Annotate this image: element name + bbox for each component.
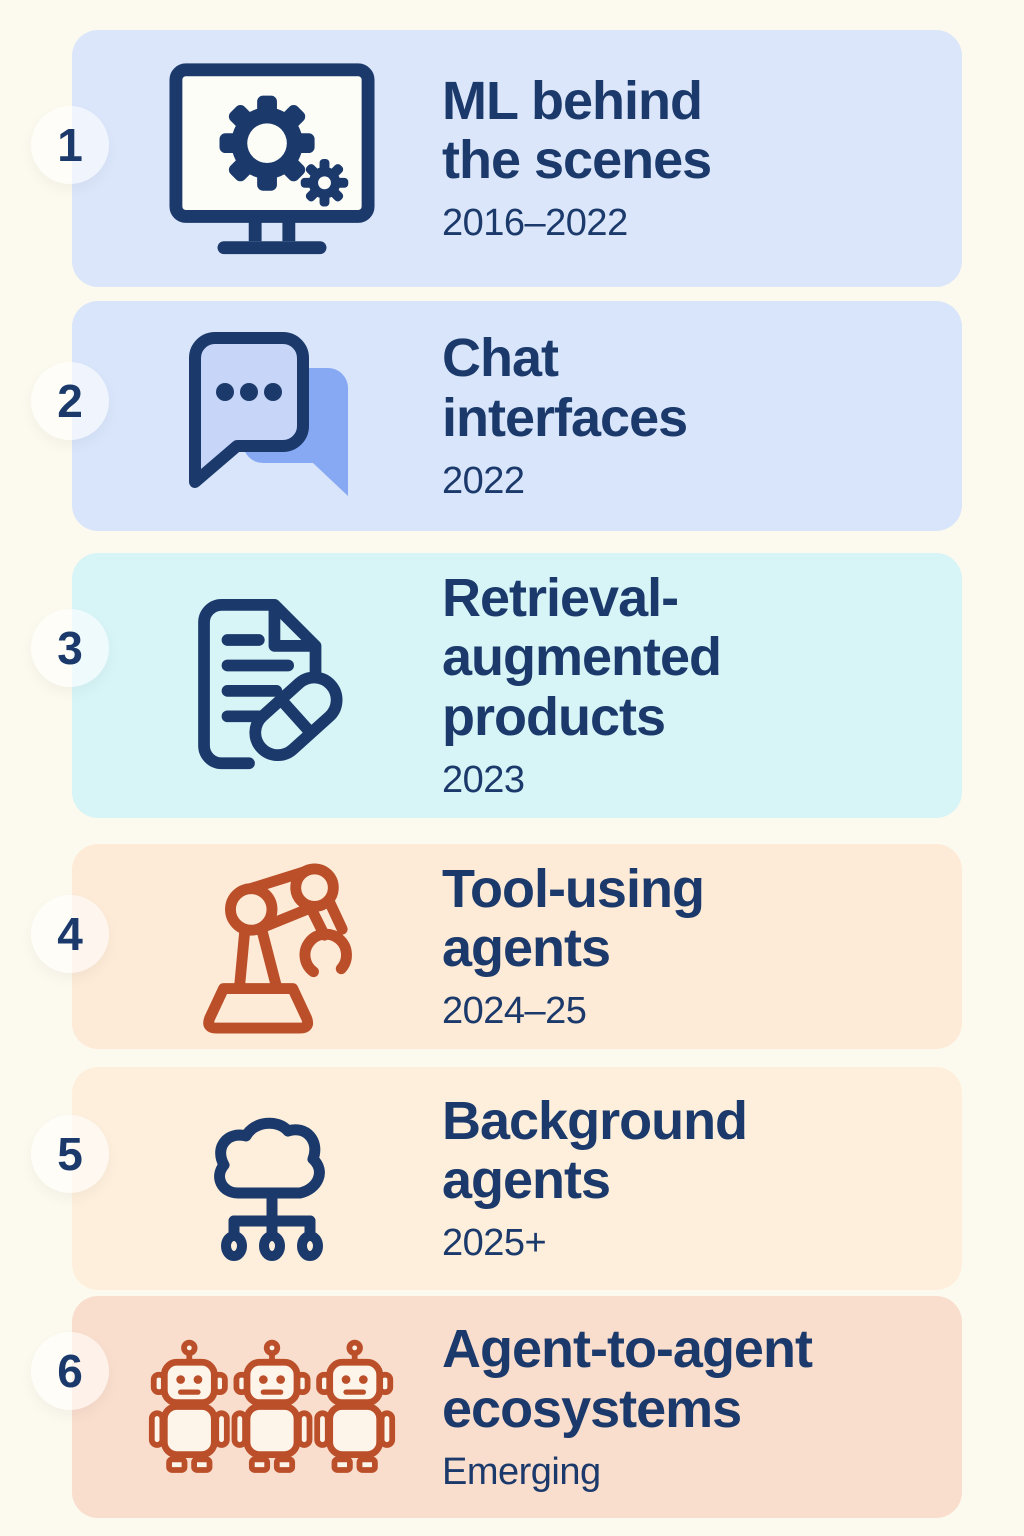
card-tool-using-agents: 4 Tool-using agents 2024–25: [31, 844, 962, 1049]
document-pill-icon: [147, 597, 397, 775]
card-chat-interfaces: 2 Chat interfaces 2022: [31, 301, 962, 531]
card-text: Chat interfaces 2022: [442, 328, 962, 503]
card-text: Background agents 2025+: [442, 1090, 962, 1266]
card-title: Background agents: [442, 1090, 748, 1210]
card-date: Emerging: [442, 1450, 601, 1493]
card-text: Tool-using agents 2024–25: [442, 858, 962, 1034]
card-retrieval-augmented-products: 3 Retrieval- augmented products 2023: [31, 553, 962, 818]
step-number-badge: 2: [31, 362, 109, 440]
card-title: Tool-using agents: [442, 858, 705, 978]
card-date: 2022: [442, 459, 525, 502]
card-text: ML behind the scenes 2016–2022: [442, 70, 962, 246]
step-number-badge: 4: [31, 895, 109, 973]
card-title: Retrieval- augmented products: [442, 567, 722, 747]
card-date: 2024–25: [442, 990, 587, 1033]
card-ml-behind-the-scenes: 1 ML behind the scenes: [31, 30, 962, 287]
step-number-badge: 5: [31, 1115, 109, 1193]
step-number-badge: 3: [31, 609, 109, 687]
chat-bubbles-icon: [147, 330, 397, 502]
monitor-gears-icon: [147, 61, 397, 257]
card-text: Retrieval- augmented products 2023: [442, 567, 962, 802]
step-number-badge: 1: [31, 106, 109, 184]
card-date: 2025+: [442, 1222, 547, 1265]
cloud-network-icon: [147, 1095, 397, 1263]
card-title: ML behind the scenes: [442, 70, 712, 190]
card-background-agents: 5 Background agents 2025+: [31, 1067, 962, 1290]
robots-group-icon: [147, 1336, 397, 1478]
robot-arm-icon: [147, 858, 397, 1036]
card-text: Agent-to-agent ecosystems Emerging: [442, 1319, 962, 1494]
card-title: Chat interfaces: [442, 328, 688, 448]
step-number-badge: 6: [31, 1332, 109, 1410]
card-date: 2023: [442, 759, 525, 802]
card-date: 2016–2022: [442, 202, 628, 245]
card-agent-to-agent-ecosystems: 6: [31, 1296, 962, 1518]
card-title: Agent-to-agent ecosystems: [442, 1319, 813, 1439]
